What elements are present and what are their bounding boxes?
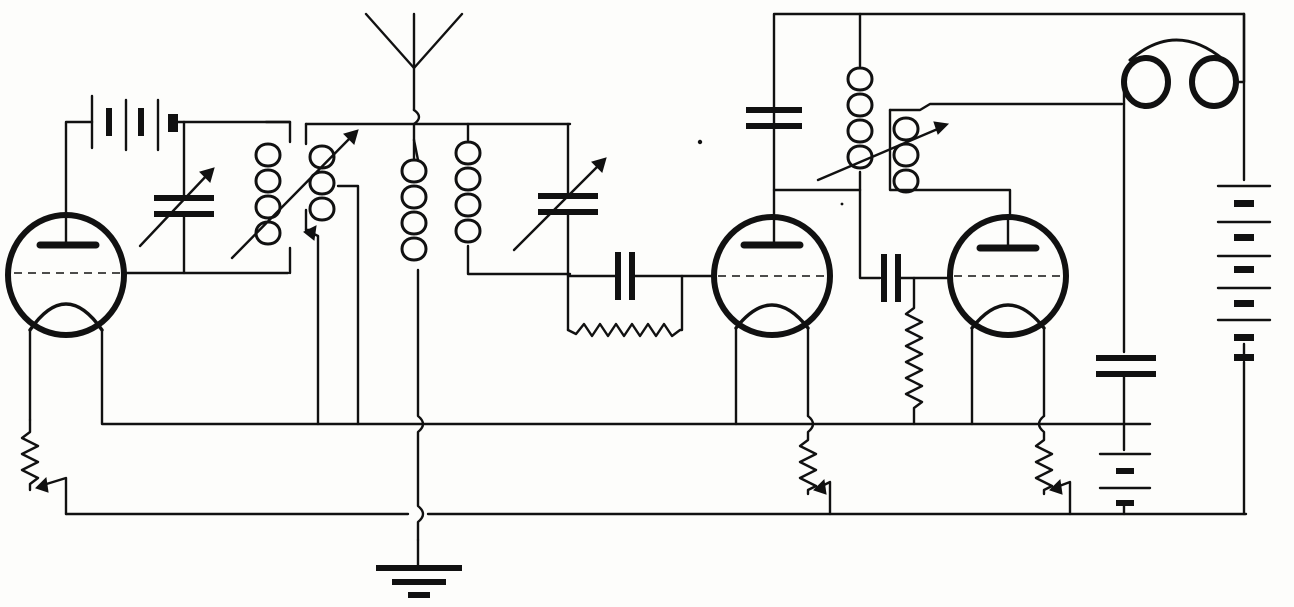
grid-leak-resistor-1 (566, 274, 684, 338)
grid-condenser-2 (858, 188, 952, 302)
tube-2-wiring (734, 12, 1246, 426)
antenna-coupler (400, 122, 572, 276)
ground-symbol (376, 538, 462, 598)
b-battery-1 (90, 94, 292, 152)
headphones (1121, 12, 1246, 109)
vacuum-tube-2 (711, 214, 833, 338)
tube-3-wiring (970, 214, 1046, 426)
variable-coupler-2 (816, 12, 1124, 218)
phone-bypass-capacitor (1096, 355, 1156, 452)
b-battery-2 (1216, 12, 1272, 516)
rheostat-3 (1034, 414, 1072, 516)
ink-speck (840, 202, 844, 206)
variable-capacitor-2 (512, 122, 607, 332)
grid-condenser-1 (566, 252, 714, 300)
a-battery (1098, 452, 1152, 516)
bypass-capacitor (746, 107, 802, 129)
rheostat-1 (20, 418, 1248, 516)
antenna-down-lead (412, 108, 425, 542)
ink-speck (697, 139, 703, 145)
variable-coupler-1 (230, 120, 416, 426)
rheostat-2 (798, 414, 832, 516)
tube-1-wiring (28, 120, 1152, 426)
antenna (364, 12, 464, 112)
grid-leak-resistor-2 (904, 276, 924, 426)
variable-capacitor-1 (138, 120, 215, 275)
